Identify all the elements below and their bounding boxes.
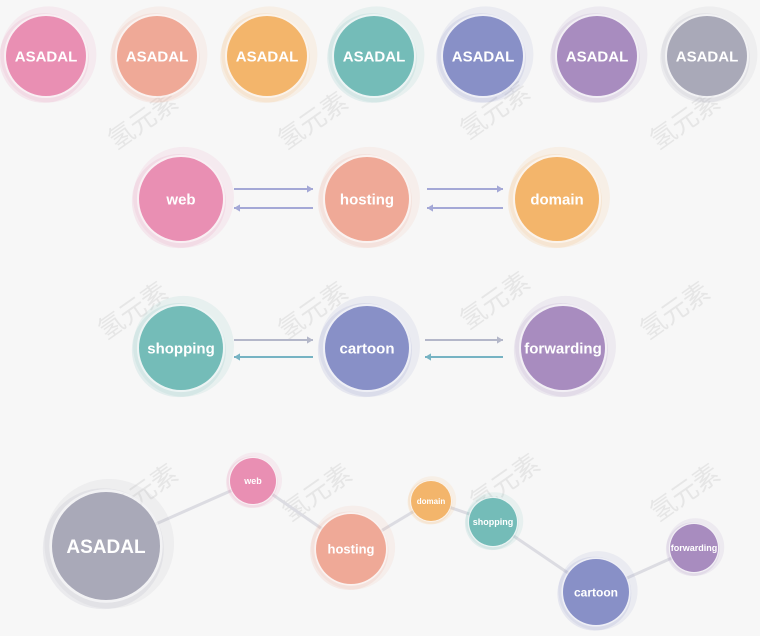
row1-bubble-purple-disc	[557, 16, 637, 96]
row3-arrow-2-forward	[425, 336, 503, 344]
row1-bubble-salmon: ASADAL	[110, 6, 208, 103]
row3-bubble-shopping: shopping	[131, 295, 234, 398]
network-node-domain: domain	[407, 476, 457, 525]
row2-arrow-2-forward	[427, 185, 503, 193]
row2-arrow-2-back-head	[427, 204, 433, 212]
row1-bubble-blue-disc	[443, 16, 523, 96]
row1-bubble-blue-label: ASADAL	[452, 48, 515, 65]
row1-bubble-gray-label: ASADAL	[676, 48, 739, 65]
row2-arrow-2-back	[427, 204, 503, 212]
row3-arrow-2-forward-head	[497, 336, 503, 344]
row1-bubble-teal: ASADAL	[327, 6, 425, 103]
row1-bubble-purple-label: ASADAL	[566, 48, 629, 65]
row3-bubble-forwarding: forwarding	[513, 295, 616, 398]
row3-arrow-1-forward	[234, 336, 313, 344]
network-node-domain-disc	[411, 481, 451, 521]
row2-bubble-web-label: web	[165, 191, 195, 208]
row1-bubble-pink: ASADAL	[0, 6, 97, 103]
row3-bubble-forwarding-disc	[521, 306, 605, 390]
row1-bubble-pink-disc	[6, 16, 86, 96]
row3-bubble-cartoon-disc	[325, 306, 409, 390]
network-node-asadal-label: ASADAL	[66, 537, 146, 558]
row2-arrow-1-forward	[234, 185, 313, 193]
network-node-cartoon: cartoon	[557, 551, 638, 631]
row1-bubble-orange-disc	[227, 16, 307, 96]
row3-bubble-forwarding-label: forwarding	[524, 340, 602, 357]
row1-bubble-salmon-label: ASADAL	[126, 48, 189, 65]
row2-bubble-domain-disc	[515, 157, 599, 241]
network-node-web: web	[226, 452, 282, 508]
network-node-domain-label: domain	[417, 497, 446, 506]
network-node-cartoon-disc	[563, 559, 629, 625]
row3-arrow-2-back	[425, 353, 503, 361]
network-node-shopping: shopping	[464, 492, 524, 551]
row1-bubble-purple: ASADAL	[550, 6, 648, 103]
row1-bubble-salmon-disc	[117, 16, 197, 96]
row2-bubble-domain: domain	[507, 146, 610, 249]
row2-bubble-hosting-disc	[325, 157, 409, 241]
row1-bubble-blue: ASADAL	[436, 6, 534, 103]
row3-bubble-cartoon-label: cartoon	[339, 340, 394, 357]
network-node-hosting-disc	[316, 514, 386, 584]
row1-bubble-teal-disc	[334, 16, 414, 96]
row2-bubble-hosting-label: hosting	[340, 191, 394, 208]
row3-arrow-1-back	[234, 353, 313, 361]
row3-bubble-shopping-disc	[139, 306, 223, 390]
row2-arrow-1-back-head	[234, 204, 240, 212]
row2-arrow-1-back	[234, 204, 313, 212]
network-node-web-label: web	[243, 476, 262, 486]
row1-bubble-orange-label: ASADAL	[236, 48, 299, 65]
row2-arrow-2-forward-head	[497, 185, 503, 193]
row3-bubble-shopping-label: shopping	[147, 340, 215, 357]
row2-bubble-web: web	[131, 146, 234, 249]
row3-arrow-1-forward-head	[307, 336, 313, 344]
row2-arrow-1-forward-head	[307, 185, 313, 193]
network-node-forwarding-disc	[670, 524, 718, 572]
network-node-shopping-disc	[469, 498, 517, 546]
row3-bubble-cartoon: cartoon	[317, 295, 420, 398]
row1-bubble-gray: ASADAL	[660, 6, 758, 103]
network-node-forwarding: forwarding	[665, 518, 725, 577]
network-node-asadal: ASADAL	[42, 479, 175, 610]
watermark-text: 氢元素	[645, 459, 726, 528]
row3-arrow-1-back-head	[234, 353, 240, 361]
network-node-cartoon-label: cartoon	[574, 585, 618, 599]
row1-bubble-teal-label: ASADAL	[343, 48, 406, 65]
network-node-forwarding-label: forwarding	[671, 543, 718, 553]
network-node-asadal-disc	[52, 492, 160, 600]
network-node-hosting-label: hosting	[328, 542, 375, 557]
row2-bubble-hosting: hosting	[317, 146, 420, 249]
network-node-shopping-label: shopping	[473, 517, 514, 527]
network-node-web-disc	[230, 458, 276, 504]
row1-bubble-orange: ASADAL	[220, 6, 318, 103]
row2-bubble-web-disc	[139, 157, 223, 241]
row1-bubble-pink-label: ASADAL	[15, 48, 78, 65]
row1-bubble-gray-disc	[667, 16, 747, 96]
row2-bubble-domain-label: domain	[530, 191, 583, 208]
watermark-text: 氢元素	[635, 277, 716, 346]
network-node-hosting: hosting	[310, 505, 396, 590]
row3-arrow-2-back-head	[425, 353, 431, 361]
